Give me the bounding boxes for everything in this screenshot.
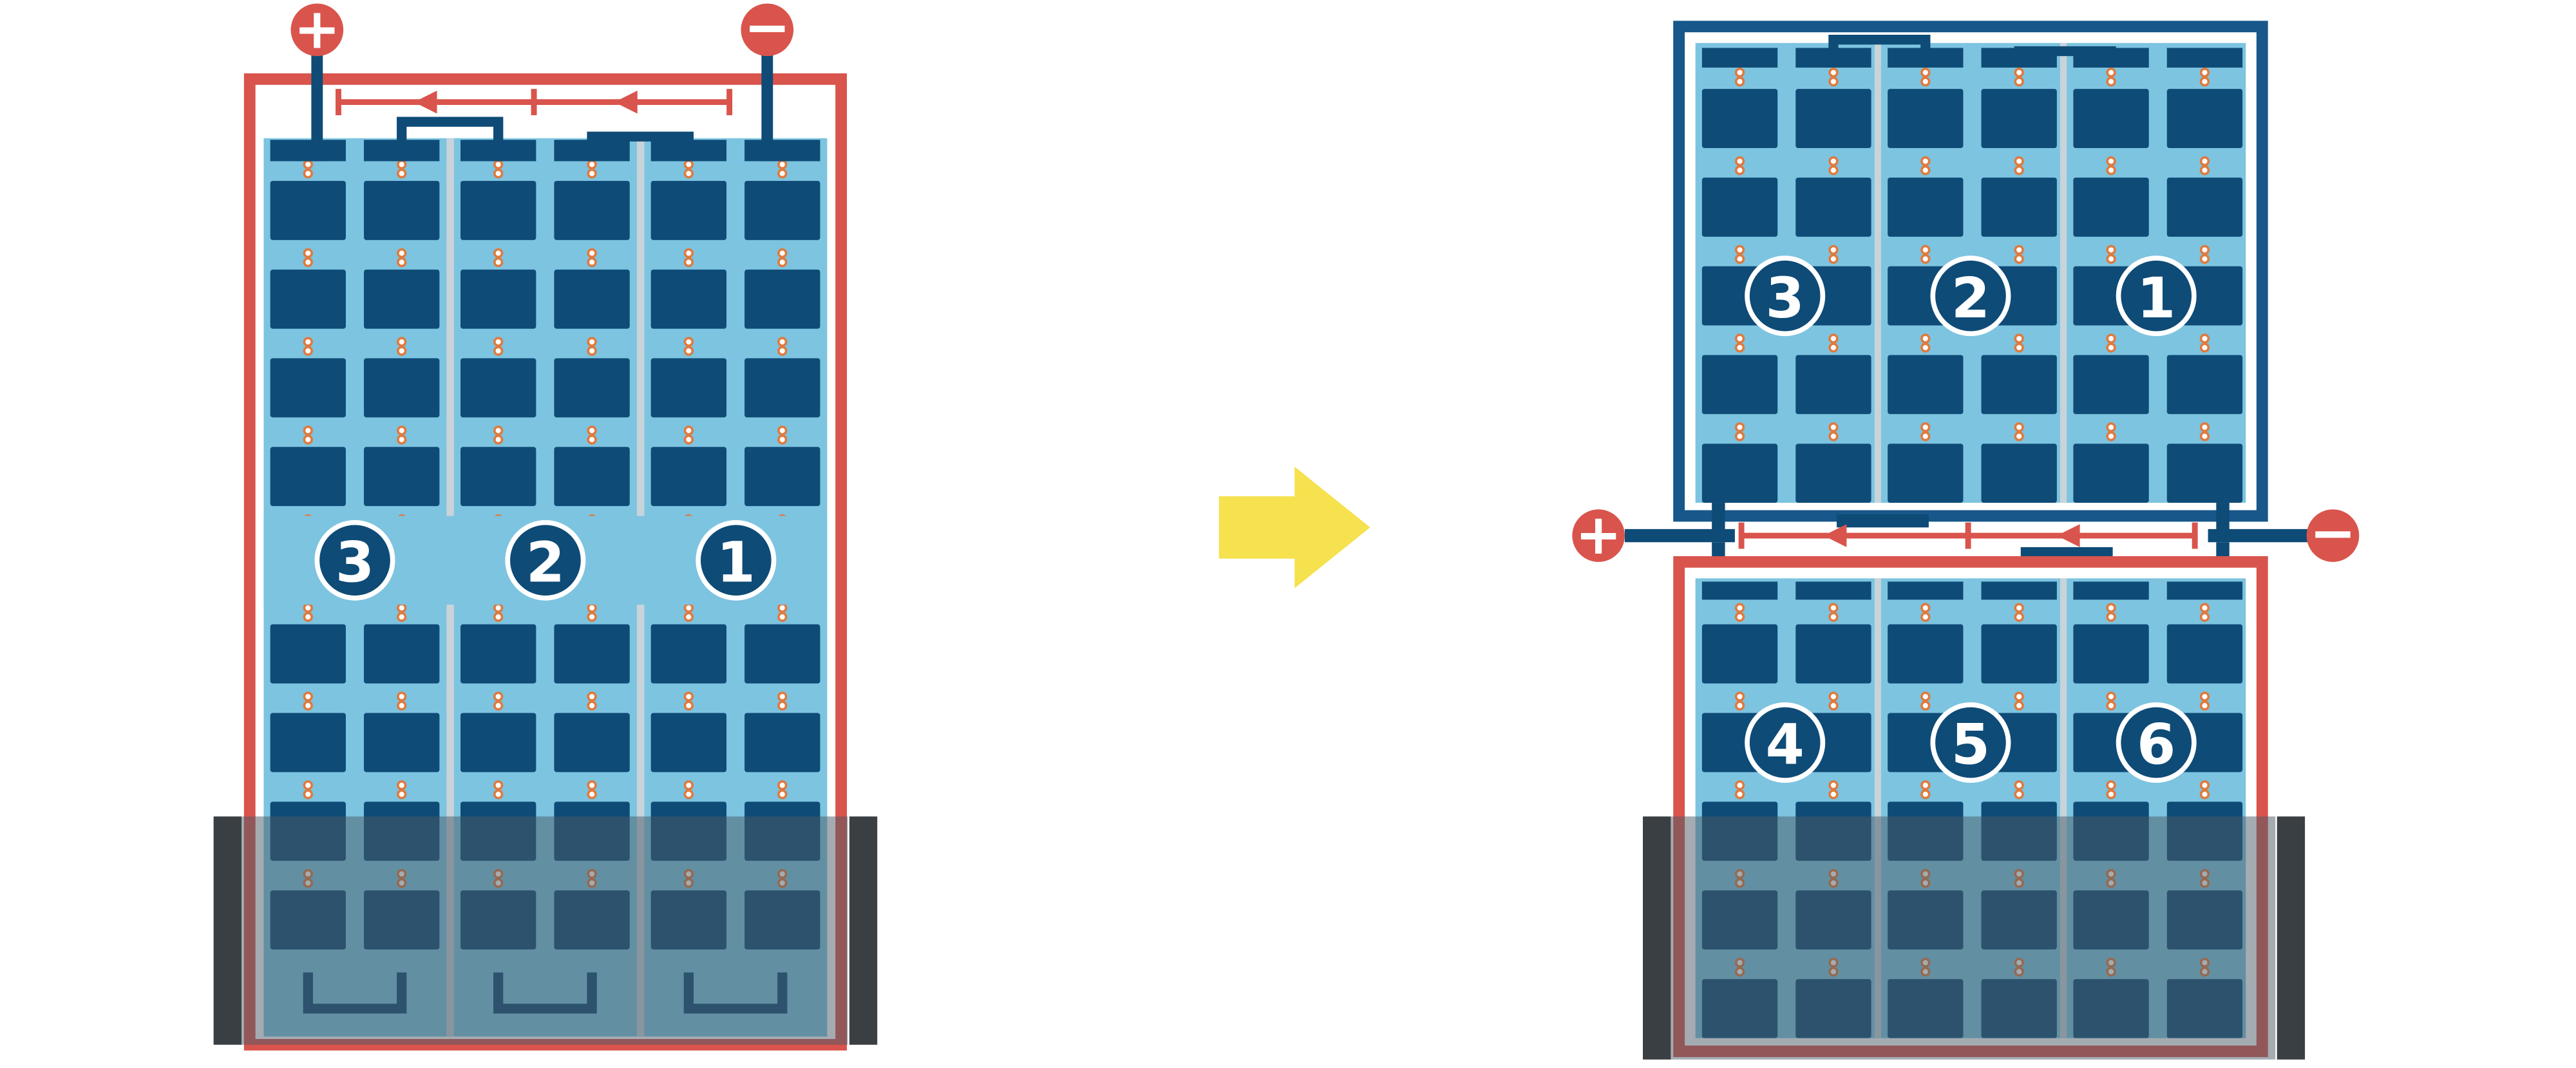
shade-bar xyxy=(849,816,878,1045)
flow-arrowhead-icon xyxy=(2056,524,2080,547)
left-current-flow xyxy=(336,89,733,115)
string-label: 5 xyxy=(1951,713,1990,778)
plus-terminal-label: + xyxy=(294,0,341,61)
bottom-half-badges: 4 5 6 xyxy=(1745,702,2197,783)
string-separator xyxy=(2060,578,2067,1038)
shade-overlay xyxy=(242,816,848,1045)
string-label: 2 xyxy=(526,530,565,595)
right-module-top-half: 3 2 1 xyxy=(1673,21,2268,522)
string-label: 3 xyxy=(336,530,374,595)
left-top-connectors xyxy=(270,117,820,162)
flow-arrowhead-icon xyxy=(413,90,437,114)
string-separator xyxy=(1874,578,1881,1038)
series-bracket xyxy=(587,131,694,158)
string-label: 2 xyxy=(1951,266,1990,331)
right-module: 3 2 1 + − xyxy=(1572,21,2360,1060)
transform-arrow xyxy=(1218,466,1370,588)
left-shade-region xyxy=(213,816,878,1045)
string-number-badge xyxy=(314,520,395,601)
minus-terminal-label: − xyxy=(744,0,791,60)
flow-arrowhead-icon xyxy=(1823,524,1847,547)
shade-bar xyxy=(213,816,242,1045)
string-label: 3 xyxy=(1766,266,1804,331)
minus-terminal-label: − xyxy=(2309,501,2356,566)
plus-terminal-icon xyxy=(1572,509,1625,562)
right-block-arrow-icon xyxy=(1218,466,1370,588)
string-label: 4 xyxy=(1766,713,1804,778)
minus-terminal-icon xyxy=(741,3,794,57)
string-label: 6 xyxy=(2137,713,2175,778)
plus-terminal-icon xyxy=(290,3,344,57)
string-separator xyxy=(2060,42,2067,503)
series-bracket xyxy=(1828,34,1931,66)
string-separator xyxy=(1874,42,1881,503)
string-number-badge xyxy=(2116,702,2197,783)
bus-bar xyxy=(1624,529,1735,543)
string-number-badge xyxy=(1930,702,2011,783)
series-bracket xyxy=(2014,46,2116,66)
half-string-link xyxy=(1837,514,1929,528)
string-number-badge xyxy=(696,520,777,601)
right-middle-wiring: + − xyxy=(1572,501,2360,582)
top-half-badges: 3 2 1 xyxy=(1745,256,2197,337)
bus-bar xyxy=(2208,529,2310,543)
flow-arrowhead-icon xyxy=(614,90,638,114)
left-module: 3 2 1 + − xyxy=(213,0,878,1051)
shade-bar xyxy=(1643,816,1671,1060)
bus-stub xyxy=(2216,503,2230,532)
left-string-badges: 3 2 1 xyxy=(314,520,777,601)
minus-terminal-icon xyxy=(2306,509,2360,562)
bus-stub xyxy=(1712,503,1725,532)
plus-terminal-label: + xyxy=(1575,502,1622,567)
shade-bar xyxy=(2277,816,2306,1060)
top-half-connectors xyxy=(1701,34,2243,68)
left-terminals: + − xyxy=(290,0,794,162)
string-number-badge xyxy=(1745,702,1826,783)
shade-overlay xyxy=(1671,816,2276,1060)
bottom-half-connectors xyxy=(1701,581,2243,600)
string-number-badge xyxy=(1930,256,2011,337)
string-number-badge xyxy=(505,520,586,601)
string-label: 1 xyxy=(717,530,755,595)
string-label: 1 xyxy=(2137,266,2175,331)
string-number-badge xyxy=(2116,256,2197,337)
series-bracket xyxy=(397,117,504,158)
right-shade-region xyxy=(1643,816,2306,1060)
string-number-badge xyxy=(1745,256,1826,337)
